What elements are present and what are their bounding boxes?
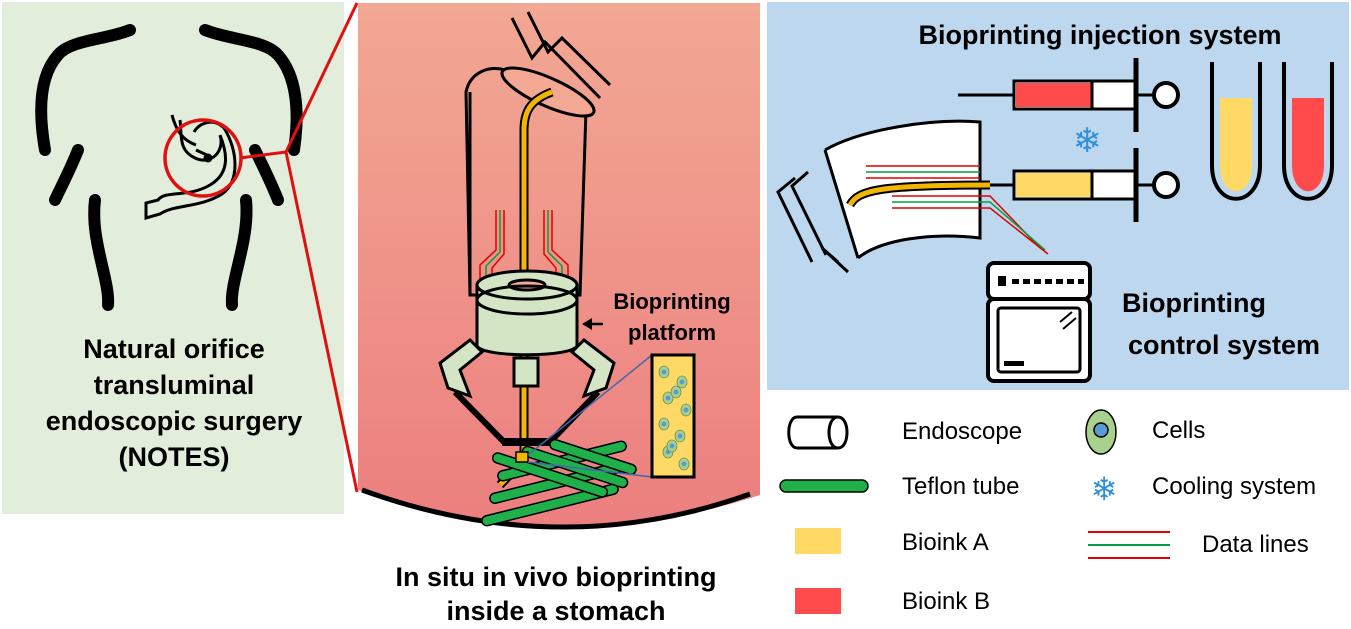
legend-label-bioink-a: Bioink A	[902, 529, 989, 556]
control-system-title-line-2: control system	[1128, 330, 1320, 360]
legend-label-endoscope: Endoscope	[902, 418, 1022, 445]
stomach-wall	[361, 487, 751, 530]
legend-item-bioink-b: Bioink B	[795, 588, 990, 615]
syringe-bioink-a	[990, 148, 1180, 222]
legend-label-bioink-b: Bioink B	[902, 588, 990, 615]
endoscope-break-lines	[510, 11, 612, 100]
magnification-lines	[527, 354, 653, 478]
center-caption-line-1: In situ in vivo bioprinting	[396, 562, 717, 592]
syringe-bioink-b	[958, 58, 1180, 132]
notes-title-line-2: transluminal	[94, 370, 255, 400]
data-lines-swatch	[1088, 531, 1170, 559]
legend-item-data-lines: Data lines	[1088, 531, 1309, 559]
center-panel: Bioprinting platform	[358, 3, 760, 530]
notes-title-line-3: endoscopic surgery	[46, 406, 303, 436]
center-caption-line-2: inside a stomach	[446, 596, 665, 626]
zoom-connector-lines	[239, 2, 359, 493]
teflon-tube-swatch	[779, 479, 869, 493]
test-tube-bioink-a	[1210, 62, 1262, 201]
endoscope-segment-icon	[776, 119, 1049, 274]
legend-item-teflon-tube: Teflon tube	[779, 473, 1019, 500]
inset-cell-nucleus	[679, 379, 685, 385]
legend-label-cells: Cells	[1152, 417, 1205, 444]
platform-label-line-1: Bioprinting	[613, 289, 730, 314]
cell-inset	[650, 353, 696, 479]
snowflake-icon: ❄	[1073, 121, 1102, 161]
bioink-a-swatch	[795, 528, 841, 554]
bioink-b-swatch	[795, 588, 841, 614]
notes-title-line-1: Natural orifice	[83, 334, 265, 364]
right-panel: Bioprinting injection system ❄	[767, 2, 1349, 390]
left-panel: Natural orifice transluminal endoscopic …	[2, 2, 344, 514]
bioprinting-platform	[438, 269, 616, 399]
notes-title-line-4: (NOTES)	[119, 442, 230, 472]
control-unit-icon	[986, 261, 1092, 383]
nozzle-tip	[515, 451, 529, 463]
legend-label-teflon-tube: Teflon tube	[902, 473, 1019, 500]
legend-item-endoscope: Endoscope	[787, 415, 1022, 450]
legend-item-cells: Cells	[1085, 409, 1205, 455]
inset-cell-nucleus	[677, 433, 683, 439]
inset-cell-nucleus	[669, 443, 675, 449]
legend-label-data-lines: Data lines	[1202, 531, 1309, 558]
platform-arrow	[582, 318, 603, 330]
inset-cell-nucleus	[661, 421, 667, 427]
stomach-icon	[144, 114, 237, 220]
left-panel-background	[2, 2, 344, 514]
inset-cell-nucleus	[683, 407, 689, 413]
inset-cell-nucleus	[673, 389, 679, 395]
legend-label-cooling-system: Cooling system	[1152, 473, 1316, 500]
legend-item-bioink-a: Bioink A	[795, 528, 989, 556]
cell-icon	[1085, 409, 1117, 455]
endoscope-icon	[787, 415, 849, 450]
injection-system-title: Bioprinting injection system	[918, 20, 1281, 50]
legend-item-cooling-system: ❄ Cooling system	[1091, 470, 1316, 508]
platform-label-line-2: platform	[628, 320, 716, 345]
control-system-title-line-1: Bioprinting	[1122, 288, 1266, 318]
test-tube-bioink-b	[1282, 62, 1334, 201]
snowflake-legend-icon: ❄	[1091, 470, 1118, 508]
inset-cell-nucleus	[681, 461, 687, 467]
printed-scaffold	[481, 438, 637, 527]
inset-cell-nucleus	[665, 395, 671, 401]
nozzle-holder	[502, 438, 552, 446]
legend: Endoscope Teflon tube Bioink A Bioink B …	[779, 409, 1316, 615]
inset-cell-nucleus	[661, 369, 667, 375]
